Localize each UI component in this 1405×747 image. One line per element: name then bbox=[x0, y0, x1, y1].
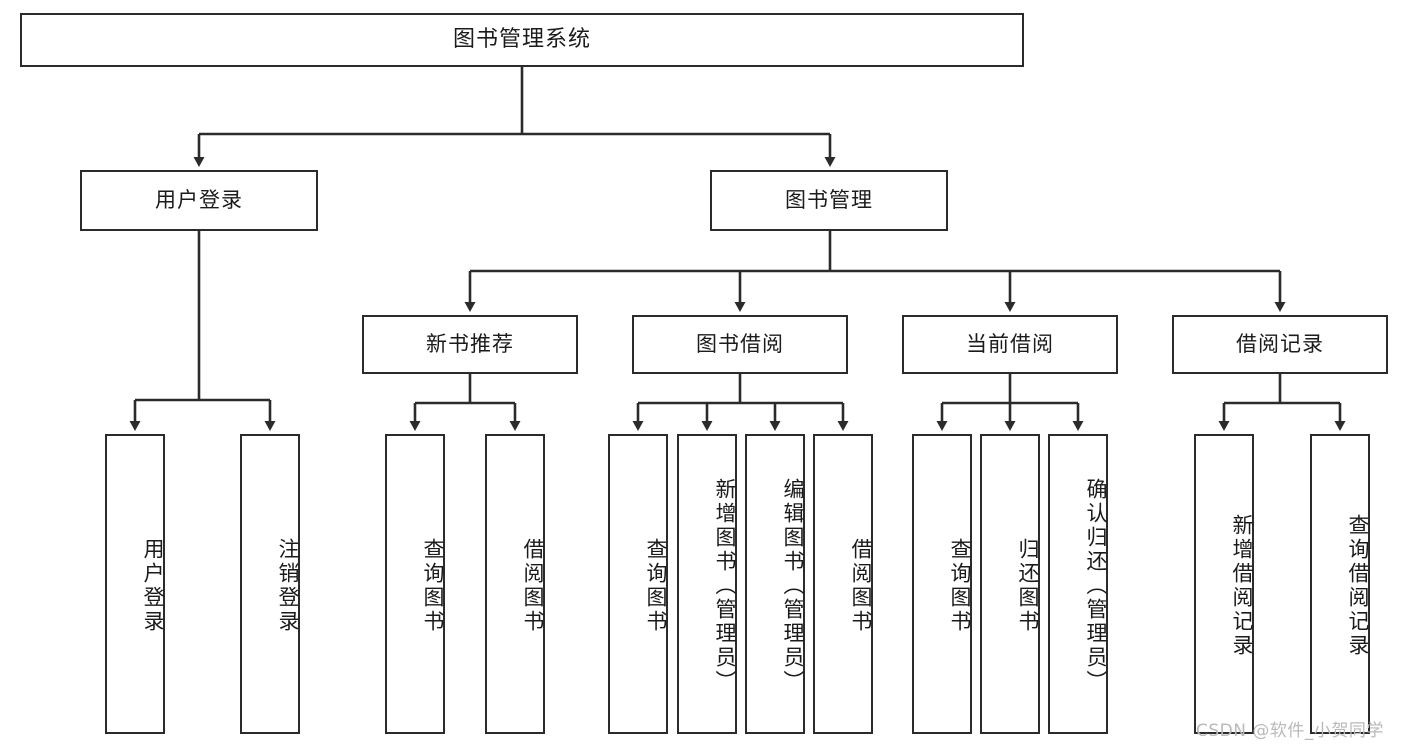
leaf-book-borrow-query[interactable]: 查询图书 bbox=[608, 434, 668, 734]
node-label: 归还图书 bbox=[1016, 538, 1040, 634]
node-label: 用户登录 bbox=[155, 187, 243, 212]
leaf-book-borrow-add[interactable]: 新增图书（管理员） bbox=[677, 434, 737, 734]
leaf-new-book-borrow[interactable]: 借阅图书 bbox=[485, 434, 545, 734]
node-label: 注销登录 bbox=[276, 538, 300, 634]
node-label: 借阅图书 bbox=[849, 538, 873, 634]
node-label: 新书推荐 bbox=[426, 331, 514, 356]
csdn-watermark: CSDN @软件_小贺同学 bbox=[1196, 721, 1384, 741]
leaf-book-borrow-borrow[interactable]: 借阅图书 bbox=[813, 434, 873, 734]
node-new-book-recommend[interactable]: 新书推荐 bbox=[362, 315, 578, 374]
node-book-borrow[interactable]: 图书借阅 bbox=[632, 315, 848, 374]
leaf-book-borrow-edit[interactable]: 编辑图书（管理员） bbox=[745, 434, 805, 734]
node-user-login[interactable]: 用户登录 bbox=[80, 170, 318, 231]
node-label: 查询借阅记录 bbox=[1346, 514, 1370, 658]
node-label: 新增借阅记录 bbox=[1230, 514, 1254, 658]
leaf-new-book-query[interactable]: 查询图书 bbox=[385, 434, 445, 734]
node-current-borrow[interactable]: 当前借阅 bbox=[902, 315, 1118, 374]
node-book-management[interactable]: 图书管理 bbox=[710, 170, 948, 231]
node-label: 图书管理系统 bbox=[452, 26, 591, 52]
node-label: 确认归还（管理员） bbox=[1084, 478, 1108, 694]
node-label: 图书管理 bbox=[785, 187, 873, 212]
leaf-current-borrow-confirm-return[interactable]: 确认归还（管理员） bbox=[1048, 434, 1108, 734]
node-label: 用户登录 bbox=[141, 538, 165, 634]
leaf-borrow-record-query[interactable]: 查询借阅记录 bbox=[1310, 434, 1370, 734]
node-label: 当前借阅 bbox=[966, 331, 1054, 356]
node-label: 查询图书 bbox=[421, 538, 445, 634]
node-label: 借阅图书 bbox=[521, 538, 545, 634]
leaf-current-borrow-query[interactable]: 查询图书 bbox=[912, 434, 972, 734]
leaf-user-login-logout[interactable]: 注销登录 bbox=[240, 434, 300, 734]
node-label: 查询图书 bbox=[948, 538, 972, 634]
node-label: 查询图书 bbox=[644, 538, 668, 634]
leaf-current-borrow-return[interactable]: 归还图书 bbox=[980, 434, 1040, 734]
leaf-user-login-login[interactable]: 用户登录 bbox=[105, 434, 165, 734]
node-label: 图书借阅 bbox=[696, 331, 784, 356]
node-root-system[interactable]: 图书管理系统 bbox=[20, 13, 1024, 67]
node-label: 新增图书（管理员） bbox=[713, 478, 737, 694]
leaf-borrow-record-add[interactable]: 新增借阅记录 bbox=[1194, 434, 1254, 734]
node-label: 编辑图书（管理员） bbox=[781, 478, 805, 694]
node-borrow-record[interactable]: 借阅记录 bbox=[1172, 315, 1388, 374]
node-label: 借阅记录 bbox=[1236, 331, 1324, 356]
